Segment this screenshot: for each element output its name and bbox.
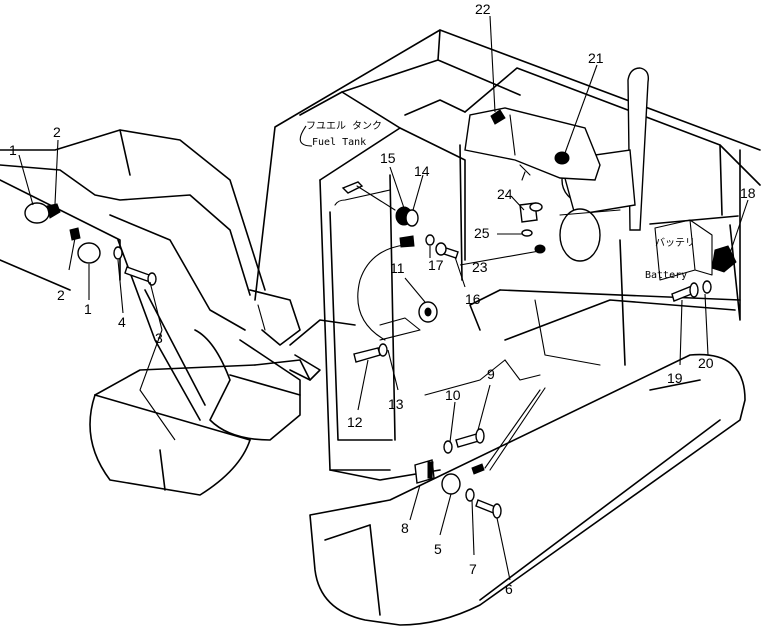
callout-12: 12: [347, 414, 363, 430]
work-lamp-lower: [69, 227, 123, 264]
fuel-tank-label: Fuel Tank: [312, 137, 366, 148]
callout-10: 10: [445, 387, 461, 403]
callout-9: 9: [487, 366, 495, 382]
callout-5: 5: [434, 541, 442, 557]
battery-jp-label: バッテリ: [655, 237, 695, 249]
washer-25: [521, 229, 546, 254]
work-lamp-upper: [24, 202, 61, 224]
callout-20: 20: [698, 355, 714, 371]
callout-11: 11: [390, 260, 405, 276]
rear-lamp-21: [554, 151, 570, 165]
battery-box: [654, 219, 737, 302]
radiator-tank: [464, 107, 601, 181]
callout-25: 25: [474, 225, 490, 241]
fuel-tank-jp-label: フユエル タンク: [306, 120, 382, 132]
callout-1-upper: 1: [9, 142, 17, 158]
callout-numbers: 1 2 2 1 4 3 15 14 11 17 23 16 12 13 10 9…: [9, 1, 756, 597]
callout-21: 21: [588, 50, 604, 66]
bolt-24: [519, 202, 543, 223]
bolt-3: [124, 266, 157, 286]
callout-2-lower: 2: [57, 287, 65, 303]
callout-2-upper: 2: [53, 124, 61, 140]
muffler: [559, 67, 650, 262]
callout-23: 23: [472, 259, 488, 275]
bolt-12: [353, 343, 388, 363]
wire-harness: [357, 244, 546, 471]
callout-4: 4: [118, 314, 126, 330]
callout-6: 6: [505, 581, 513, 597]
callout-13: 13: [388, 396, 404, 412]
lamp-bracket-lower: [414, 428, 502, 519]
horn-11: [379, 301, 438, 341]
callout-3: 3: [155, 330, 163, 346]
callout-8: 8: [401, 520, 409, 536]
callout-17: 17: [428, 257, 444, 273]
leader-lines: [18, 15, 749, 581]
rear-lamp-22: [490, 109, 506, 125]
callout-1-lower: 1: [84, 301, 92, 317]
machine-outline: [0, 29, 761, 626]
callout-16: 16: [465, 291, 481, 307]
callout-15: 15: [380, 150, 396, 166]
battery-label: Battery: [645, 270, 687, 281]
component-labels: フユエル タンク Fuel Tank バッテリ Battery: [306, 120, 695, 281]
switch-assembly-14-15: [341, 181, 459, 259]
callout-18: 18: [740, 185, 756, 201]
callout-14: 14: [414, 163, 430, 179]
callout-24: 24: [497, 186, 513, 202]
callout-19: 19: [667, 370, 683, 386]
callout-22: 22: [475, 1, 491, 17]
callout-7: 7: [469, 561, 477, 577]
